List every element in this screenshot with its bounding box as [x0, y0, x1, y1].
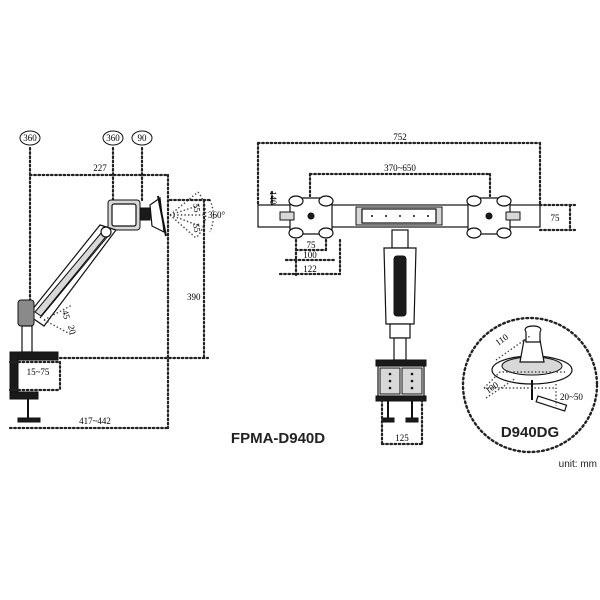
dim-bar-height: 75	[551, 213, 561, 223]
gas-spring-arm	[27, 224, 117, 327]
rotation-badge-1: 360	[19, 130, 41, 146]
vesa-plate-right	[466, 195, 521, 239]
inset-model-label: D940DG	[501, 424, 559, 441]
inset-dim-c: 20~50	[560, 392, 583, 402]
grommet-inset: 110 100 20~50 D940DG	[461, 316, 599, 454]
dim-tilt-down: 55	[191, 223, 202, 234]
dim-arm-angle-a: 45	[60, 309, 72, 321]
dim-vesa-100: 100	[303, 250, 317, 260]
dim-vesa-75: 75	[307, 240, 317, 250]
vesa-plate-left	[279, 195, 334, 239]
dim-clamp-width: 125	[395, 433, 409, 443]
dim-height: 390	[187, 292, 201, 302]
front-view: 752 370~650 140~162	[256, 132, 577, 448]
dim-vesa-122: 122	[303, 264, 317, 274]
dim-arm-angle-b: 20	[66, 324, 78, 336]
svg-text:360: 360	[106, 133, 120, 143]
svg-text:90: 90	[138, 133, 148, 143]
model-label: FPMA-D940D	[231, 430, 325, 447]
svg-text:360: 360	[23, 133, 37, 143]
front-clamp	[375, 359, 427, 423]
dim-base-reach: 417~442	[79, 416, 111, 426]
pole-joint	[17, 299, 35, 353]
dim-swivel: 360°	[208, 210, 226, 220]
dim-tilt-up: 55	[191, 203, 202, 214]
swivel-fan	[169, 191, 214, 239]
unit-note: unit: mm	[559, 459, 597, 470]
dim-top-width: 227	[93, 163, 107, 173]
desk-clamp	[9, 351, 59, 423]
dim-clamp-range: 15~75	[27, 367, 50, 377]
arm-head	[107, 195, 167, 237]
dim-vesa-spacing: 370~650	[384, 163, 416, 173]
side-view: 360 360 90 227 55 55 360° 390	[8, 130, 226, 430]
front-pole	[383, 229, 417, 361]
rotation-badge-3: 90	[131, 130, 153, 146]
dim-overall-width: 752	[393, 132, 407, 142]
rotation-badge-2: 360	[102, 130, 124, 146]
